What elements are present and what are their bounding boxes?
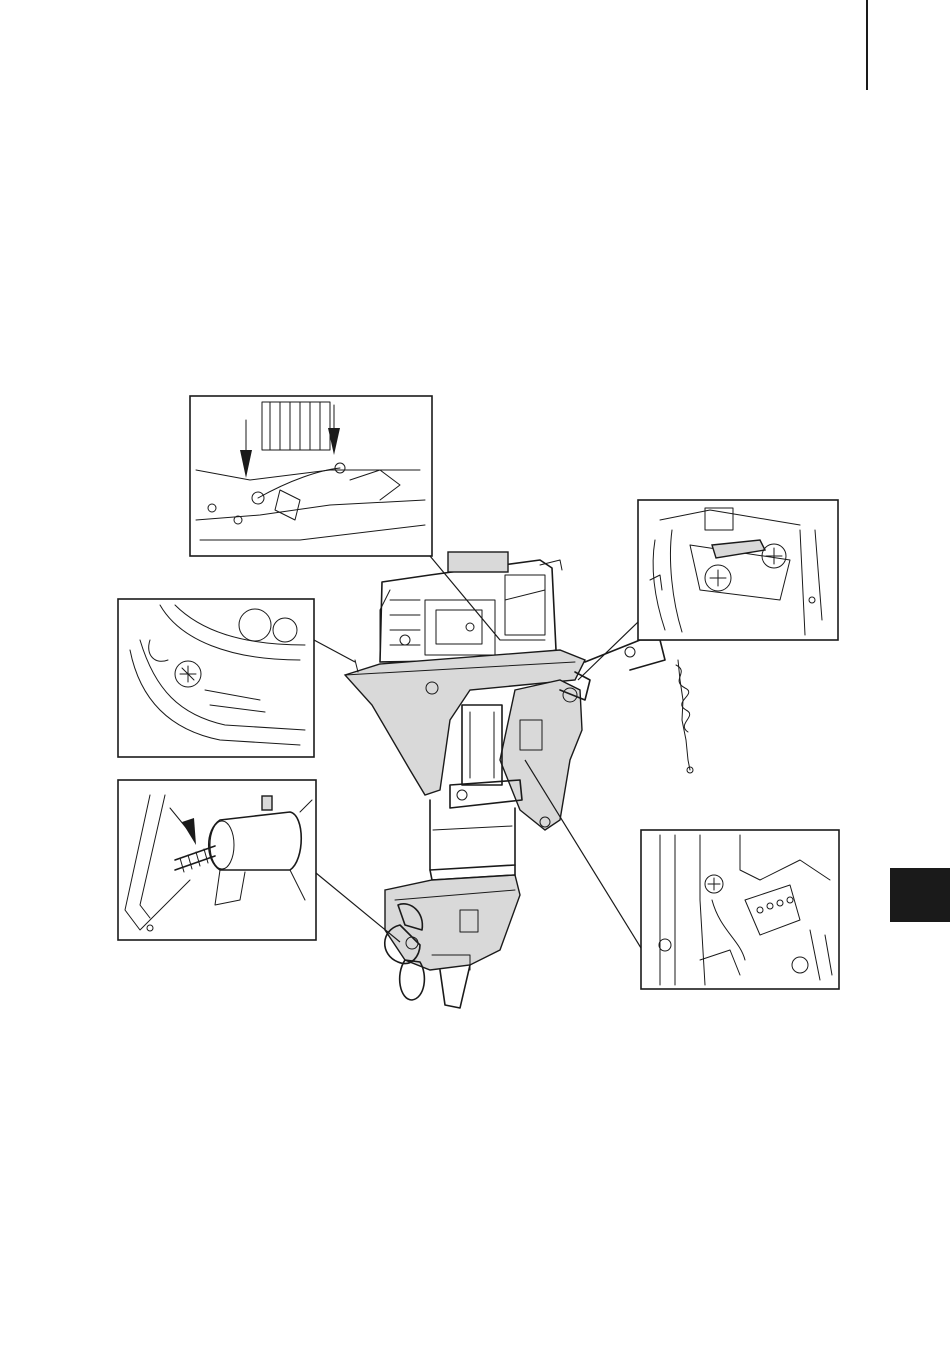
propeller-shaft-detail xyxy=(118,780,316,940)
steering-bracket-detail xyxy=(641,830,839,989)
bracket-bolt-detail-right xyxy=(638,500,838,640)
lower-unit xyxy=(385,875,520,1008)
engine-ground-detail xyxy=(190,396,432,556)
power-head xyxy=(380,552,562,662)
cowling-latch-detail-left xyxy=(118,599,314,757)
lanyard xyxy=(676,660,693,773)
